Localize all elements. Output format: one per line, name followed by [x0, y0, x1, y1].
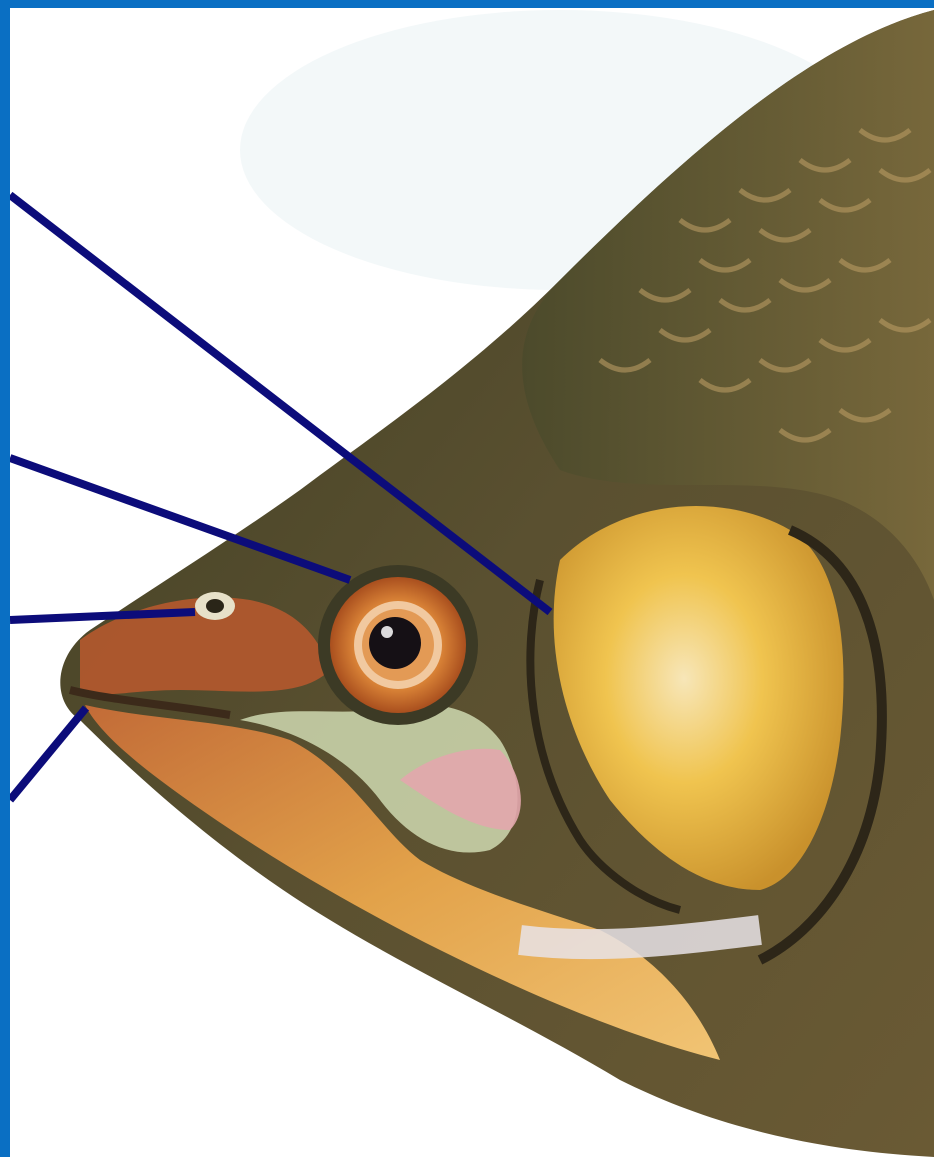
pupil	[369, 617, 421, 669]
eye	[318, 565, 478, 725]
gill-edge-pale	[520, 930, 760, 944]
frame-left-border	[0, 0, 10, 1157]
frame-top-border	[0, 0, 934, 8]
nostril	[195, 592, 235, 620]
pointer-mouth	[10, 708, 86, 800]
